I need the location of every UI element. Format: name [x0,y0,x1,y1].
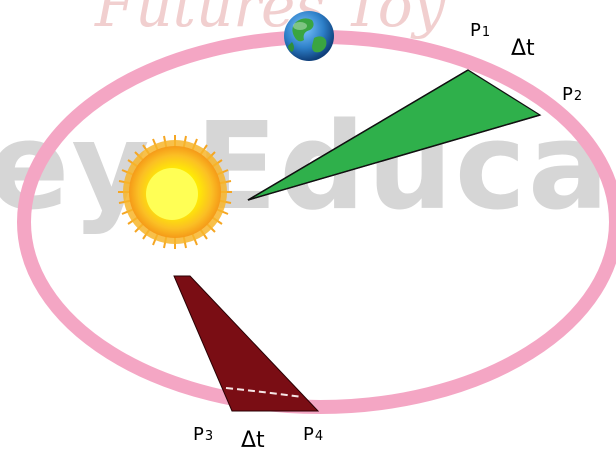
label-p1: P1 [470,20,491,41]
label-p2: P2 [562,84,583,105]
label-p4: P4 [303,424,324,445]
label-p3: P3 [193,424,214,445]
lower-swept-area [173,275,320,412]
upper-swept-area [247,69,542,201]
earth-icon [284,11,334,61]
label-delta-t-bottom: Δt [241,428,265,453]
sun-icon [118,135,232,249]
orbit-ellipse [17,30,616,414]
label-delta-t-top: Δt [511,36,535,61]
